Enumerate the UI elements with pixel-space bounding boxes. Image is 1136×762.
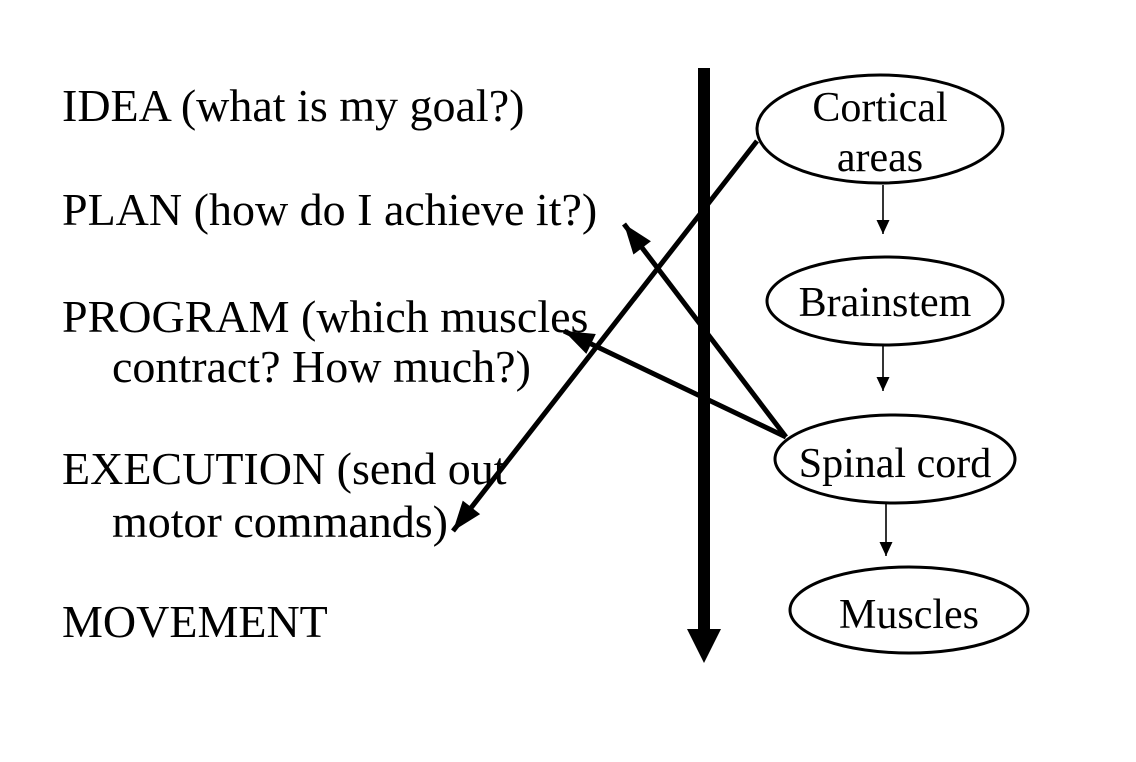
spinal-cord-to-plan-arrow [622,222,788,439]
cortical-to-execution-arrow [451,139,759,533]
node-cortical-areas-label-line2: areas [837,135,923,181]
descending-pathway-arrow [687,68,721,663]
spinal-cord-to-program-arrow [562,328,788,440]
node-spinal-cord: Spinal cord [773,413,1017,505]
stage-idea-label: IDEA (what is my goal?) [62,80,525,131]
node-muscles: Muscles [788,565,1030,655]
node-cortical-areas: Cortical areas [755,73,1005,185]
stage-plan-label: PLAN (how do I achieve it?) [62,184,598,235]
stage-movement-label: MOVEMENT [62,596,328,647]
stage-program-label: PROGRAM (which muscles [62,291,589,342]
stage-program-label-2: contract? How much?) [112,341,531,392]
node-spinal-cord-label: Spinal cord [799,441,991,487]
node-brainstem-label: Brainstem [799,280,972,326]
node-cortical-areas-label-line1: Cortical [812,85,947,131]
stage-execution-label-2: motor commands) [112,496,448,547]
node-brainstem: Brainstem [765,255,1005,347]
node-muscles-label: Muscles [839,592,979,638]
stage-execution-label: EXECUTION (send out [62,443,507,494]
